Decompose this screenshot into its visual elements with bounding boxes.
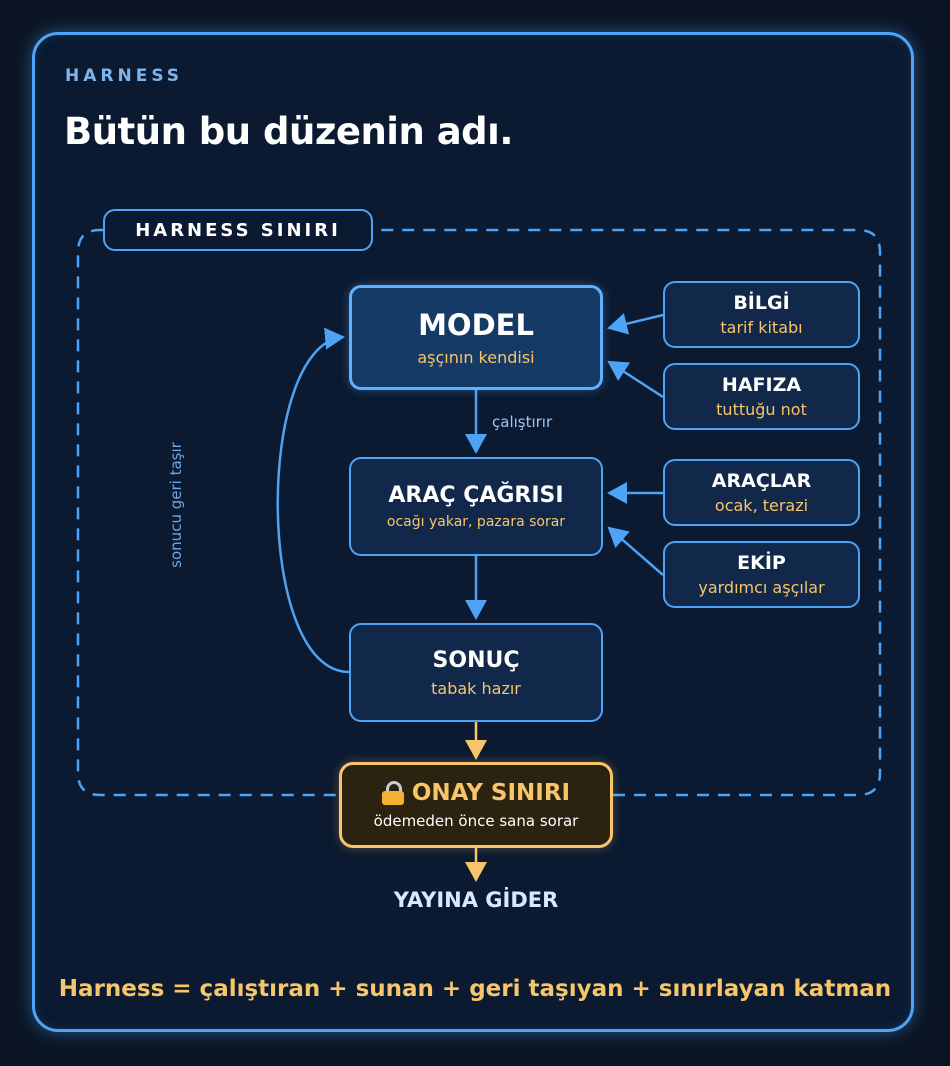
node-team: EKİP yardımcı aşçılar: [663, 541, 860, 608]
node-result-subtitle: tabak hazır: [431, 678, 521, 698]
node-result-title: SONUÇ: [432, 647, 520, 673]
node-memory: HAFIZA tuttuğu not: [663, 363, 860, 430]
arrow-memory-to-model: [607, 360, 664, 399]
node-tool-call: ARAÇ ÇAĞRISI ocağı yakar, pazara sorar: [349, 457, 603, 556]
lock-icon: [381, 781, 404, 805]
node-team-title: EKİP: [737, 552, 786, 574]
arrow-knowledge-to-model: [607, 313, 664, 335]
node-approval-subtitle: ödemeden önce sana sorar: [373, 812, 579, 830]
output-label: YAYINA GİDER: [393, 888, 559, 912]
node-memory-subtitle: tuttuğu not: [716, 400, 807, 419]
arrow-loop-back: [276, 327, 350, 674]
node-tools-subtitle: ocak, terazi: [714, 496, 809, 515]
harness-boundary-chip: HARNESS SINIRI: [103, 209, 373, 251]
node-model-subtitle: aşçının kendisi: [417, 348, 535, 367]
arrow-team-to-toolcall: [607, 526, 664, 576]
node-approval: ONAY SINIRI ödemeden önce sana sorar: [339, 762, 613, 848]
node-result: SONUÇ tabak hazır: [349, 623, 603, 722]
node-memory-title: HAFIZA: [721, 374, 802, 396]
page-title: Bütün bu düzenin adı.: [64, 110, 513, 153]
loop-label: sonucu geri taşır: [167, 442, 185, 568]
footer-formula: Harness = çalıştıran + sunan + geri taşı…: [58, 976, 892, 1002]
node-tool-call-subtitle: ocağı yakar, pazara sorar: [386, 514, 566, 530]
edge-label-runs: çalıştırır: [492, 413, 553, 431]
eyebrow-label: HARNESS: [65, 66, 184, 86]
node-model: MODEL aşçının kendisi: [349, 285, 603, 390]
node-knowledge: BİLGİ tarif kitabı: [663, 281, 860, 348]
node-knowledge-title: BİLGİ: [733, 292, 790, 314]
node-approval-title: ONAY SINIRI: [411, 780, 571, 806]
node-knowledge-subtitle: tarif kitabı: [720, 318, 803, 337]
node-tools: ARAÇLAR ocak, terazi: [663, 459, 860, 526]
node-model-title: MODEL: [418, 308, 534, 342]
node-tool-call-title: ARAÇ ÇAĞRISI: [388, 483, 564, 508]
harness-boundary: [76, 228, 882, 797]
node-tools-title: ARAÇLAR: [711, 470, 812, 492]
node-team-subtitle: yardımcı aşçılar: [698, 578, 825, 597]
